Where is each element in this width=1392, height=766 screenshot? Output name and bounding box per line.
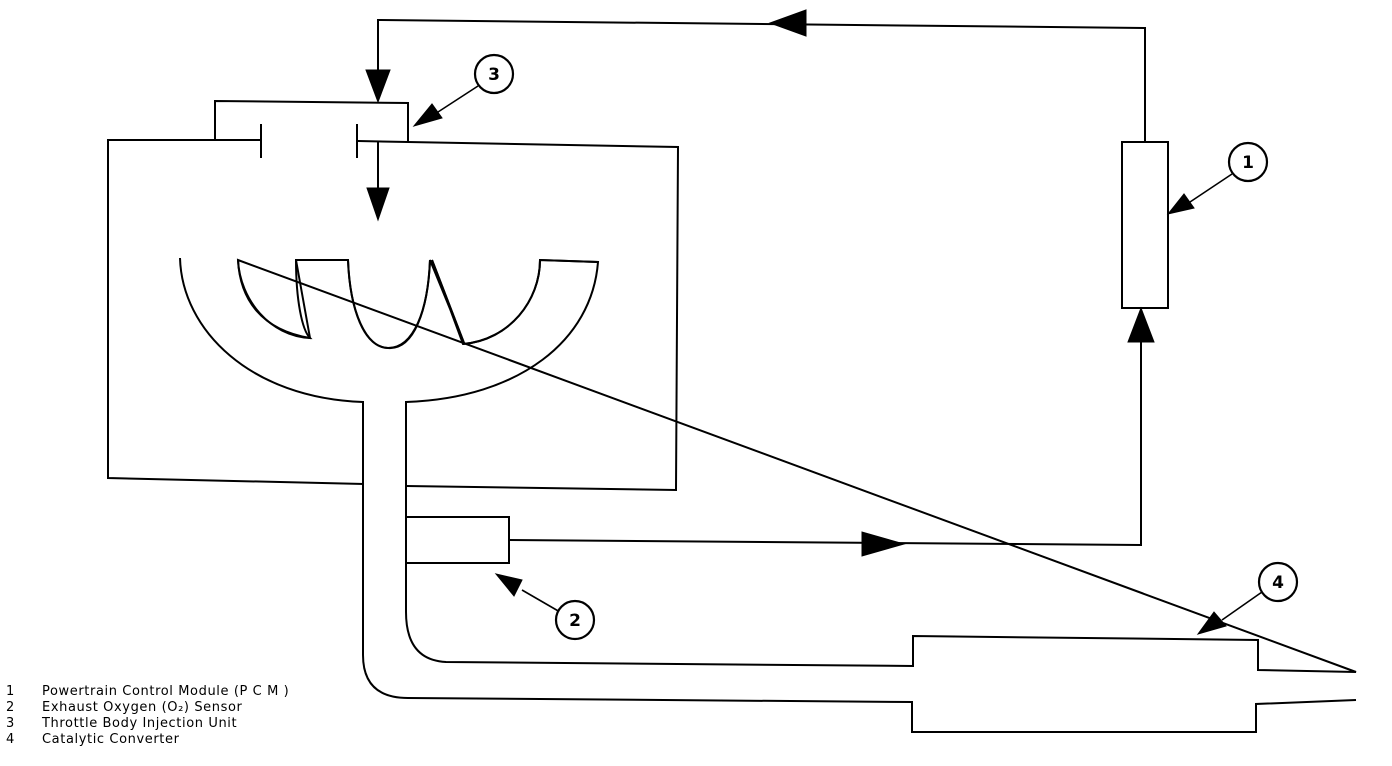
legend-number: 4 <box>6 732 15 747</box>
legend-item-pcm: 1 Powertrain Control Module (P C M ) <box>6 684 289 700</box>
manifold-runner-2 <box>347 259 431 350</box>
pcm-module <box>1121 141 1169 309</box>
legend-item-throttle-body: 3 Throttle Body Injection Unit <box>6 716 289 732</box>
injector-input-arrowhead <box>365 69 391 104</box>
legend-text: Exhaust Oxygen (O₂) Sensor <box>42 700 243 715</box>
legend-number: 3 <box>6 716 15 731</box>
callout-3-leader <box>437 85 479 113</box>
o2-to-pcm-signal <box>508 340 1142 547</box>
o2-sensor <box>405 516 510 564</box>
pcm-to-injector-signal <box>377 18 1146 142</box>
callout-1-circle <box>1227 141 1269 183</box>
engine-block <box>107 139 680 492</box>
legend-number: 1 <box>6 684 15 699</box>
pcm-output-arrowhead <box>768 9 807 37</box>
manifold-runner-1 <box>237 259 312 340</box>
callout-4-circle <box>1257 561 1299 603</box>
component-legend: 1 Powertrain Control Module (P C M ) 2 E… <box>6 684 289 748</box>
callout-2-arrowhead <box>494 573 523 597</box>
exhaust-manifold <box>179 257 1357 733</box>
callout-1-arrowhead <box>1166 193 1195 215</box>
callout-3-label: 3 <box>488 65 500 85</box>
legend-item-o2-sensor: 2 Exhaust Oxygen (O₂) Sensor <box>6 700 289 716</box>
legend-text: Catalytic Converter <box>42 732 180 747</box>
manifold-runner-4 <box>462 258 599 345</box>
legend-text: Powertrain Control Module (P C M ) <box>42 684 290 699</box>
callout-1-leader <box>1189 173 1233 203</box>
legend-text: Throttle Body Injection Unit <box>42 716 238 731</box>
pcm-input-arrowhead <box>1127 306 1155 343</box>
callout-3-arrowhead <box>412 103 443 127</box>
manifold-runner-3 <box>431 259 465 344</box>
legend-number: 2 <box>6 700 15 715</box>
intake-flow-arrowhead <box>366 187 390 222</box>
callout-4-leader <box>1221 591 1263 621</box>
callout-3-circle <box>473 53 515 95</box>
callout-1-label: 1 <box>1242 153 1254 173</box>
callout-4-label: 4 <box>1272 573 1284 593</box>
o2-signal-arrowhead <box>861 531 906 557</box>
callout-2-label: 2 <box>569 611 581 631</box>
throttle-body-unit <box>214 99 409 143</box>
legend-item-catalytic-converter: 4 Catalytic Converter <box>6 732 289 748</box>
callout-4-arrowhead <box>1196 611 1227 635</box>
callout-2-circle <box>554 599 596 641</box>
callout-2-leader <box>521 589 561 613</box>
